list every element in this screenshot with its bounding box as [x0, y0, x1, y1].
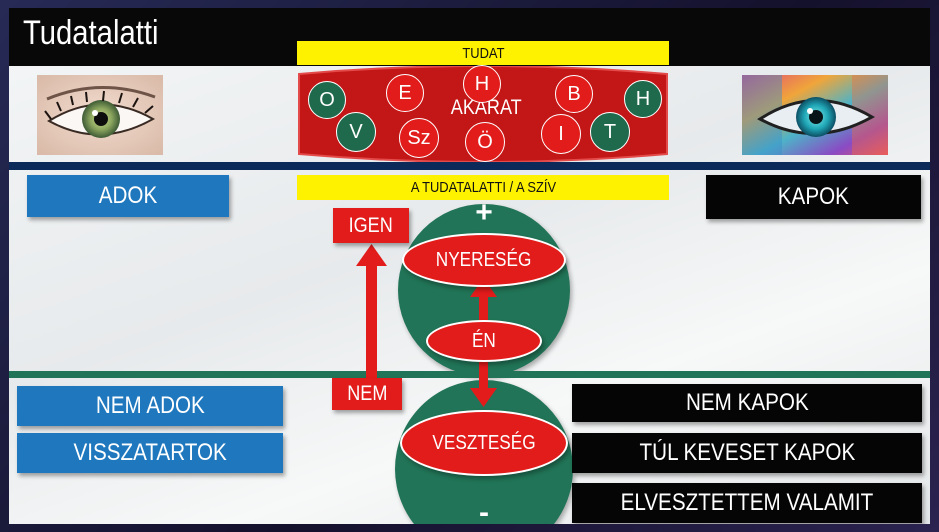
- letter-e: E: [398, 81, 412, 104]
- igen-box: IGEN: [333, 208, 409, 243]
- tul-keveset-box: TÚL KEVESET KAPOK: [572, 433, 922, 473]
- veszteseg-label: VESZTESÉG: [432, 431, 536, 454]
- letter-h-right-circle: H: [624, 80, 662, 118]
- tudatalatti-label: A TUDATALATTI / A SZÍV: [410, 179, 556, 196]
- letter-sz-circle: Sz: [399, 118, 439, 158]
- tudat-label: TUDAT: [461, 44, 505, 62]
- adok-label: ADOK: [98, 182, 158, 209]
- igen-label: IGEN: [348, 213, 394, 237]
- tul-keveset-label: TÚL KEVESET KAPOK: [639, 439, 855, 466]
- nem-kapok-box: NEM KAPOK: [572, 384, 922, 422]
- elvesztettem-label: ELVESZTETTEM VALAMIT: [620, 489, 874, 516]
- nem-adok-box: NEM ADOK: [17, 386, 283, 426]
- letter-v: V: [349, 120, 363, 143]
- letter-o: O: [319, 88, 335, 111]
- letter-t: T: [603, 120, 617, 143]
- visszatartok-label: VISSZATARTOK: [73, 439, 227, 466]
- page-title: Tudatalatti: [23, 14, 159, 52]
- letter-b: B: [567, 82, 581, 105]
- akarat-label-wrap: AKARAT: [445, 96, 522, 120]
- nem-box: NEM: [332, 378, 402, 410]
- letter-i: I: [558, 122, 564, 145]
- en-label: ÉN: [472, 329, 496, 352]
- bottom-divider: [9, 371, 930, 378]
- nem-label: NEM: [346, 382, 388, 405]
- nem-kapok-label: NEM KAPOK: [685, 389, 809, 416]
- slide: Tudatalatti: [9, 8, 930, 524]
- colorful-eye-image: [742, 75, 888, 155]
- letter-v-circle: V: [336, 112, 376, 152]
- letter-b-circle: B: [555, 75, 593, 113]
- arrows-layer: [356, 244, 497, 407]
- green-eye-image: [37, 75, 163, 155]
- kapok-label: KAPOK: [777, 183, 850, 210]
- veszteseg-oval: VESZTESÉG: [400, 410, 568, 476]
- nyereseg-label: NYERESÉG: [436, 248, 532, 271]
- letter-t-circle: T: [590, 112, 630, 152]
- letter-e-circle: E: [386, 74, 424, 112]
- tudatalatti-bar: A TUDATALATTI / A SZÍV: [297, 175, 669, 200]
- letter-oe: Ö: [477, 130, 493, 153]
- top-divider: [9, 162, 930, 170]
- kapok-box: KAPOK: [706, 175, 921, 219]
- minus-sign: -: [479, 496, 489, 524]
- letter-o-circle: O: [308, 81, 346, 119]
- nyereseg-oval: NYERESÉG: [402, 233, 566, 287]
- tudat-bar: TUDAT: [297, 41, 669, 65]
- plus-sign: +: [475, 196, 493, 229]
- akarat-label: AKARAT: [450, 96, 522, 119]
- letter-h-top-circle: H: [463, 65, 501, 103]
- adok-box: ADOK: [27, 175, 229, 217]
- visszatartok-box: VISSZATARTOK: [17, 433, 283, 473]
- letter-oe-circle: Ö: [465, 122, 505, 162]
- letter-i-circle: I: [541, 114, 581, 154]
- letter-h-top: H: [474, 72, 490, 95]
- letter-h-right: H: [635, 87, 651, 110]
- en-oval: ÉN: [426, 320, 542, 362]
- elvesztettem-box: ELVESZTETTEM VALAMIT: [572, 483, 922, 523]
- letter-sz: Sz: [407, 126, 431, 149]
- nem-adok-label: NEM ADOK: [95, 392, 205, 419]
